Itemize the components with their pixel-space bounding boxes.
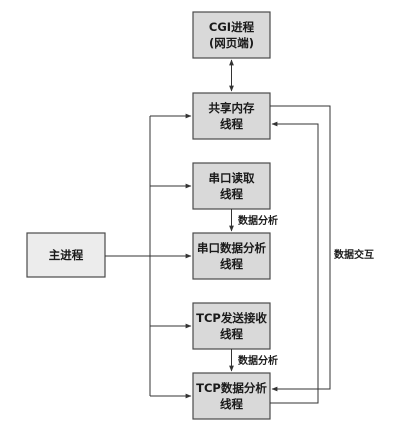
node-tcp-recv-line1: TCP发送接收 [196,311,267,325]
node-shared-memory-thread: 共享内存 线程 [192,92,271,140]
node-tcp-analysis-thread: TCP数据分析 线程 [192,372,271,420]
label-tcp-data-analysis: 数据分析 [238,354,278,367]
node-serial-read-line2: 线程 [220,187,243,201]
node-main-line1: 主进程 [49,248,84,262]
node-serial-read-thread: 串口读取 线程 [192,162,271,210]
node-shm-line2: 线程 [220,117,243,131]
node-cgi-line1: CGI进程 [209,20,255,34]
node-tcp-ana-line1: TCP数据分析 [196,381,267,395]
node-cgi-line2: (网页端) [209,36,254,50]
node-main-process: 主进程 [26,232,106,278]
node-tcp-send-receive-thread: TCP发送接收 线程 [192,302,271,350]
node-serial-read-line1: 串口读取 [209,171,255,185]
node-tcp-ana-line2: 线程 [220,397,243,411]
label-data-exchange: 数据交互 [334,248,374,261]
node-tcp-recv-line2: 线程 [220,327,243,341]
node-serial-analysis-thread: 串口数据分析 线程 [192,232,271,280]
edge-tcp-ana-to-shm [270,121,319,404]
node-serial-ana-line2: 线程 [220,257,243,271]
node-serial-ana-line1: 串口数据分析 [197,241,266,255]
node-cgi-process: CGI进程 (网页端) [192,11,271,59]
node-shm-line1: 共享内存 [209,101,255,115]
edge-shm-to-tcp-ana [270,105,331,392]
label-serial-data-analysis: 数据分析 [238,214,278,227]
